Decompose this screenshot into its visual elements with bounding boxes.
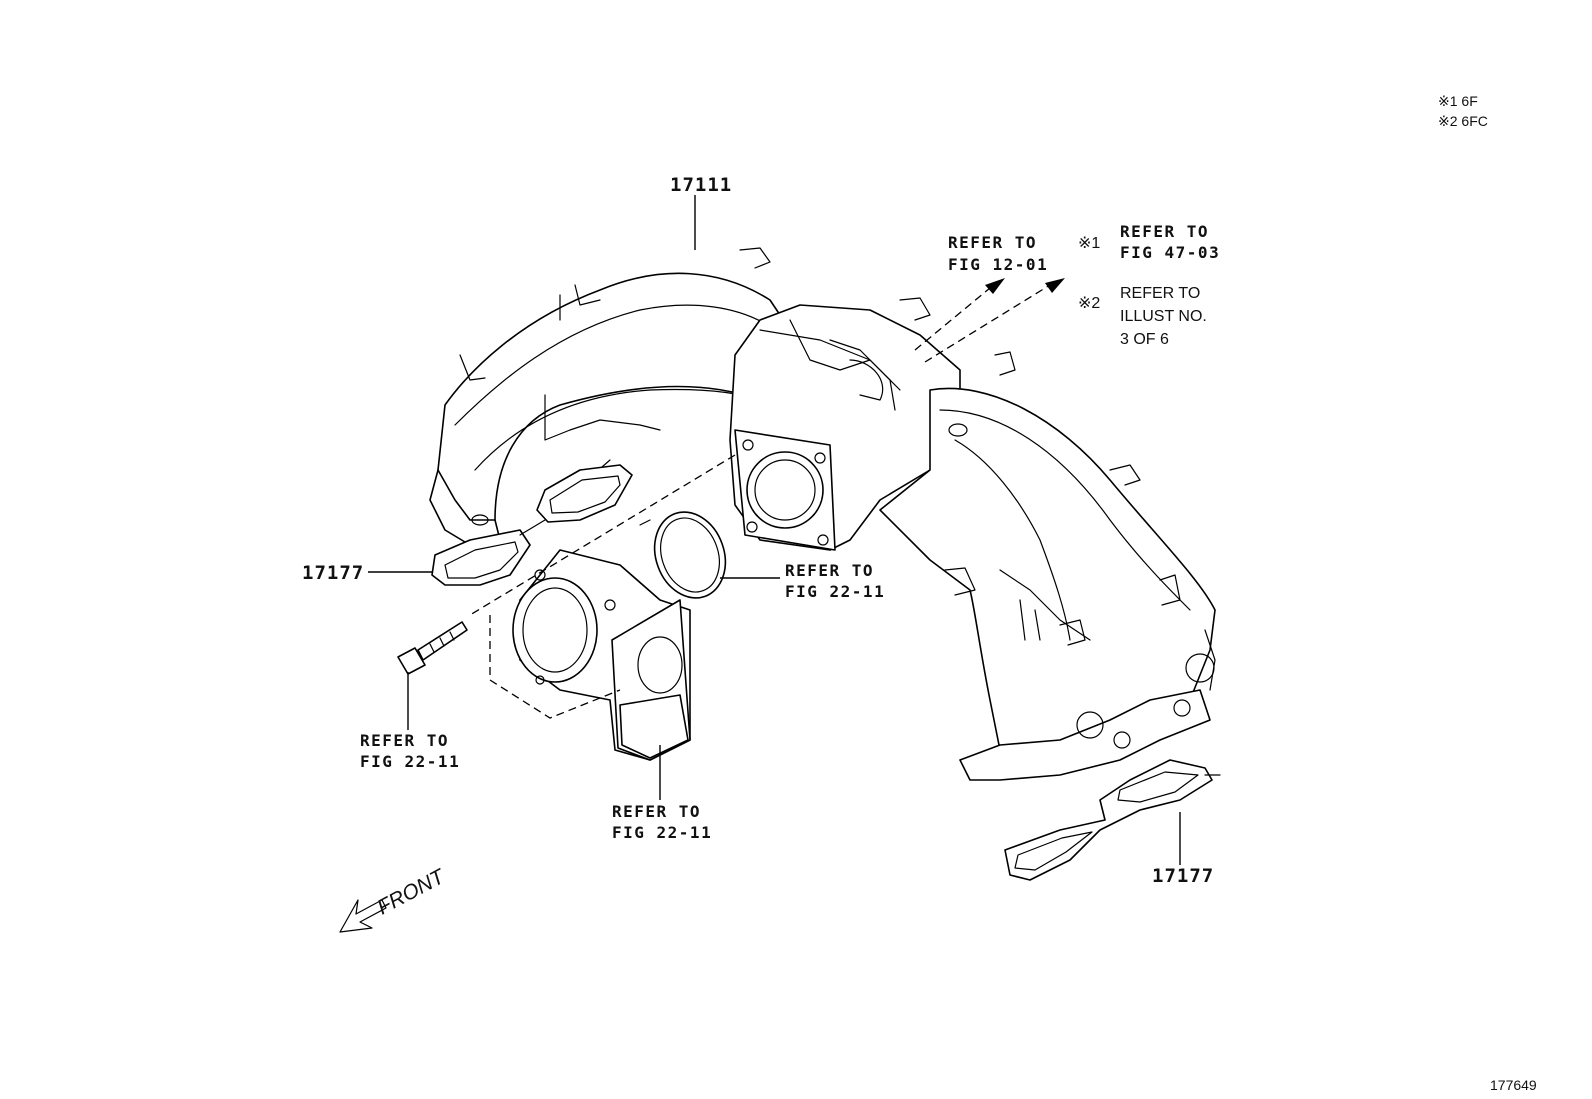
illustration-number: 177649: [1490, 1077, 1537, 1093]
part-number-17177-right: 17177: [1152, 865, 1214, 887]
part-number-17111: 17111: [670, 174, 732, 196]
front-label: FRONT: [374, 864, 451, 919]
part-number-17177-left: 17177: [302, 562, 364, 584]
legend-line-2: ※2 6FC: [1438, 113, 1488, 129]
gasket-right[interactable]: [1004, 759, 1221, 881]
ref-fig-12-01-line-2: FIG 12-01: [948, 255, 1048, 274]
assembly-line-upper: [914, 287, 991, 351]
ref-ring-line-1: REFER TO: [785, 561, 874, 580]
bolt[interactable]: [397, 621, 468, 675]
arrow-head-1: [985, 278, 1005, 294]
ref-bolt-line-2: FIG 22-11: [360, 752, 460, 771]
intake-manifold[interactable]: [429, 247, 1216, 781]
throttle-body[interactable]: [512, 549, 691, 761]
ref-illust-line-1: REFER TO: [1120, 285, 1200, 302]
front-arrow-icon: [339, 899, 387, 933]
ref-bolt-line-1: REFER TO: [360, 731, 449, 750]
gasket-left[interactable]: [431, 459, 633, 586]
ref-ring-line-2: FIG 22-11: [785, 582, 885, 601]
ref-illust-line-3: 3 OF 6: [1120, 331, 1169, 348]
ref-fig-47-03-line-1: REFER TO: [1120, 222, 1209, 241]
legend-line-1: ※1 6F: [1438, 93, 1478, 109]
ref-throttle-line-1: REFER TO: [612, 802, 701, 821]
ref-fig-47-03-line-2: FIG 47-03: [1120, 243, 1220, 262]
assembly-line-upper-2: [924, 284, 1051, 363]
ref-illust-line-2: ILLUST NO.: [1120, 308, 1207, 325]
arrow-head-2: [1045, 278, 1065, 293]
note-mark-1: ※1: [1078, 235, 1100, 252]
throttle-body-gasket-ring[interactable]: [639, 502, 737, 608]
assembly-line-box: [489, 615, 621, 719]
note-mark-2: ※2: [1078, 295, 1100, 312]
ref-throttle-line-2: FIG 22-11: [612, 823, 712, 842]
ref-fig-12-01-line-1: REFER TO: [948, 233, 1037, 252]
front-direction-indicator: FRONT: [339, 864, 451, 933]
